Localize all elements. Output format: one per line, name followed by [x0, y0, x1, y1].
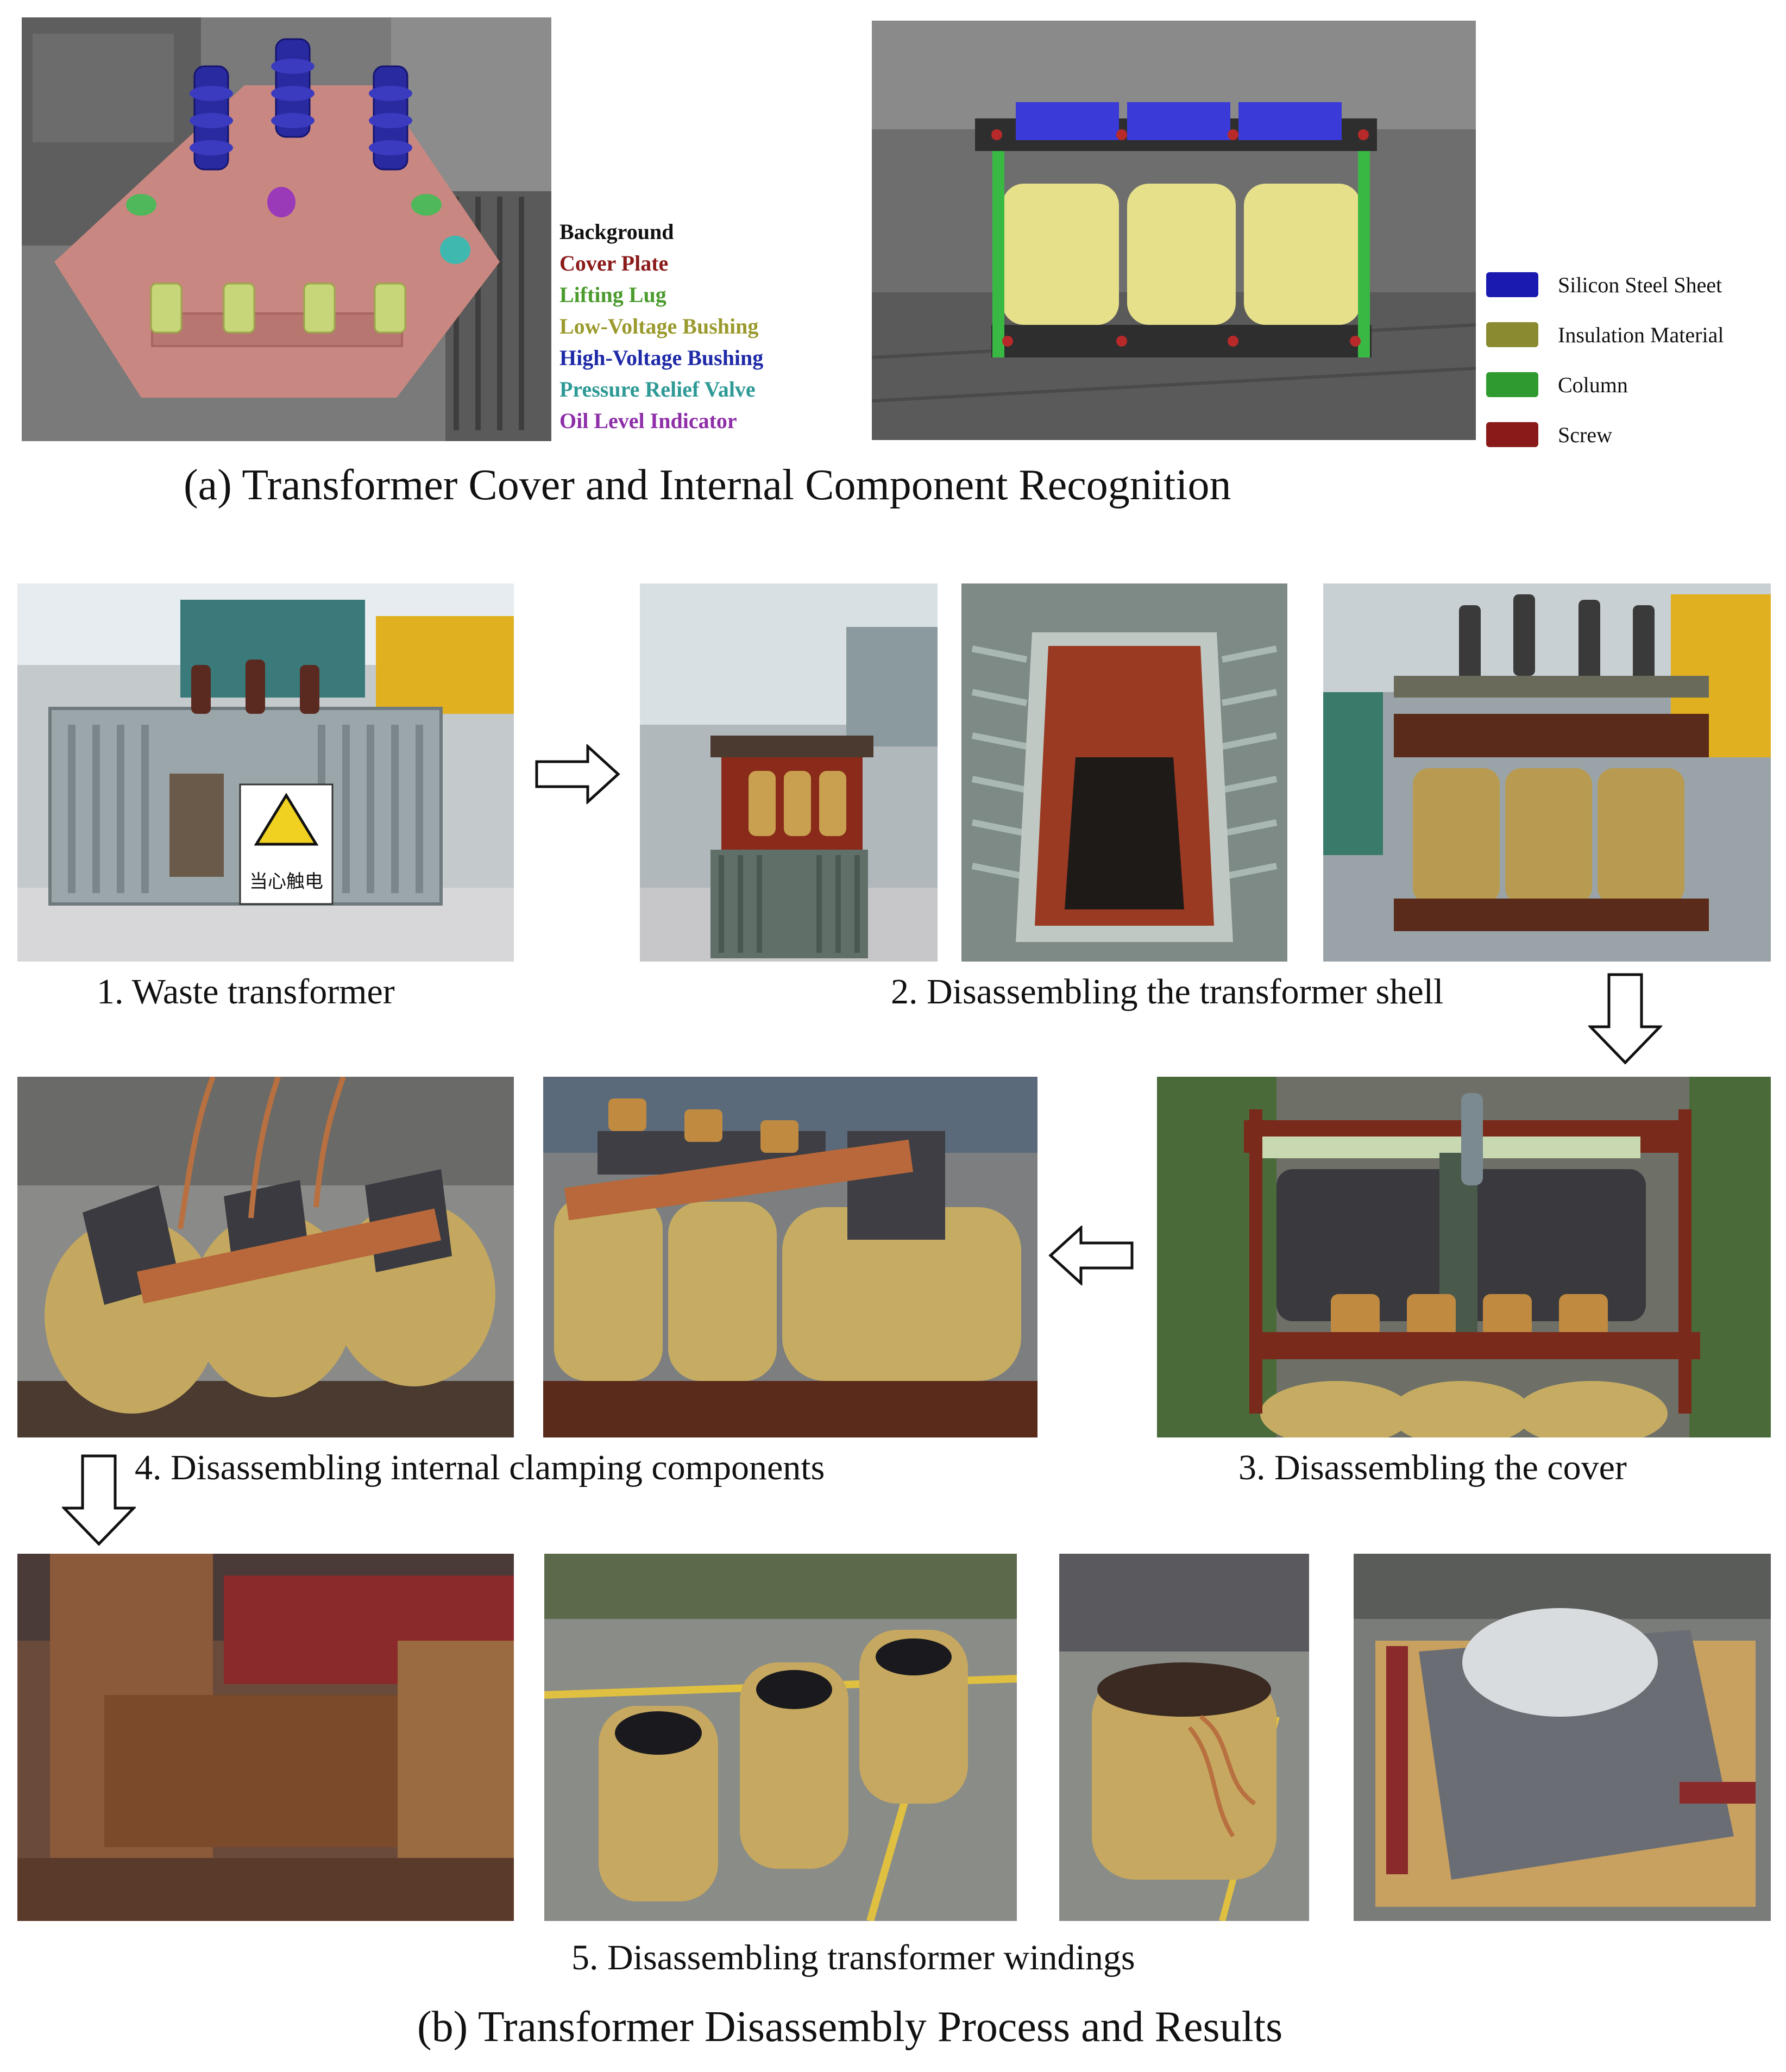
- legend-label: Column: [1558, 372, 1628, 397]
- arrow-right-icon: [535, 744, 620, 804]
- photo-windings-floor: [544, 1554, 1017, 1921]
- legend-swatch: [1486, 372, 1538, 397]
- cover-legend: Background Cover Plate Lifting Lug Low-V…: [559, 216, 763, 437]
- legend-item-pressure-relief-valve: Pressure Relief Valve: [559, 377, 756, 401]
- legend-item-oil-level-indicator: Oil Level Indicator: [559, 409, 737, 433]
- photo-shell-lifted: [640, 583, 938, 962]
- legend-row-silicon-steel-sheet: Silicon Steel Sheet: [1486, 260, 1724, 310]
- arrow-down-icon: [62, 1454, 136, 1546]
- legend-item-high-voltage-bushing: High-Voltage Bushing: [559, 346, 764, 370]
- photo-waste-transformer: 当心触电: [17, 583, 514, 962]
- internal-segmentation-photo: [872, 21, 1476, 440]
- legend-swatch: [1486, 322, 1538, 347]
- photo-core-with-cover: [1323, 583, 1771, 962]
- photo-cover-removal: [1157, 1077, 1771, 1437]
- photo-single-winding: [1059, 1554, 1309, 1921]
- caption-step-1: 1. Waste transformer: [97, 972, 395, 1012]
- legend-label: Insulation Material: [1558, 322, 1724, 347]
- photo-clamping-left: [17, 1077, 514, 1437]
- legend-row-screw: Screw: [1486, 410, 1724, 460]
- photo-empty-shell: [961, 583, 1287, 962]
- legend-label: Screw: [1558, 422, 1612, 447]
- arrow-left-icon: [1048, 1226, 1134, 1285]
- cover-segmentation-photo: [22, 17, 551, 441]
- legend-row-insulation-material: Insulation Material: [1486, 310, 1724, 360]
- warning-sign-text: 当心触电: [249, 871, 323, 893]
- arrow-down-icon: [1588, 973, 1662, 1065]
- legend-item-low-voltage-bushing: Low-Voltage Bushing: [559, 314, 759, 338]
- legend-item-background: Background: [559, 219, 674, 244]
- photo-disassembled-results: [1354, 1554, 1771, 1921]
- caption-section-a: (a) Transformer Cover and Internal Compo…: [184, 461, 1231, 509]
- caption-step-5: 5. Disassembling transformer windings: [571, 1938, 1135, 1977]
- legend-swatch: [1486, 422, 1538, 447]
- legend-item-lifting-lug: Lifting Lug: [559, 282, 666, 307]
- caption-step-2: 2. Disassembling the transformer shell: [891, 972, 1444, 1012]
- legend-item-cover-plate: Cover Plate: [559, 251, 669, 275]
- caption-step-3: 3. Disassembling the cover: [1238, 1448, 1627, 1487]
- internal-legend: Silicon Steel Sheet Insulation Material …: [1486, 260, 1724, 460]
- photo-clamping-right: [543, 1077, 1037, 1437]
- legend-swatch: [1486, 272, 1538, 297]
- caption-section-b: (b) Transformer Disassembly Process and …: [417, 2003, 1283, 2051]
- legend-row-column: Column: [1486, 360, 1724, 410]
- legend-label: Silicon Steel Sheet: [1558, 272, 1722, 297]
- caption-step-4: 4. Disassembling internal clamping compo…: [135, 1448, 825, 1487]
- photo-winding-closeup: [17, 1554, 514, 1921]
